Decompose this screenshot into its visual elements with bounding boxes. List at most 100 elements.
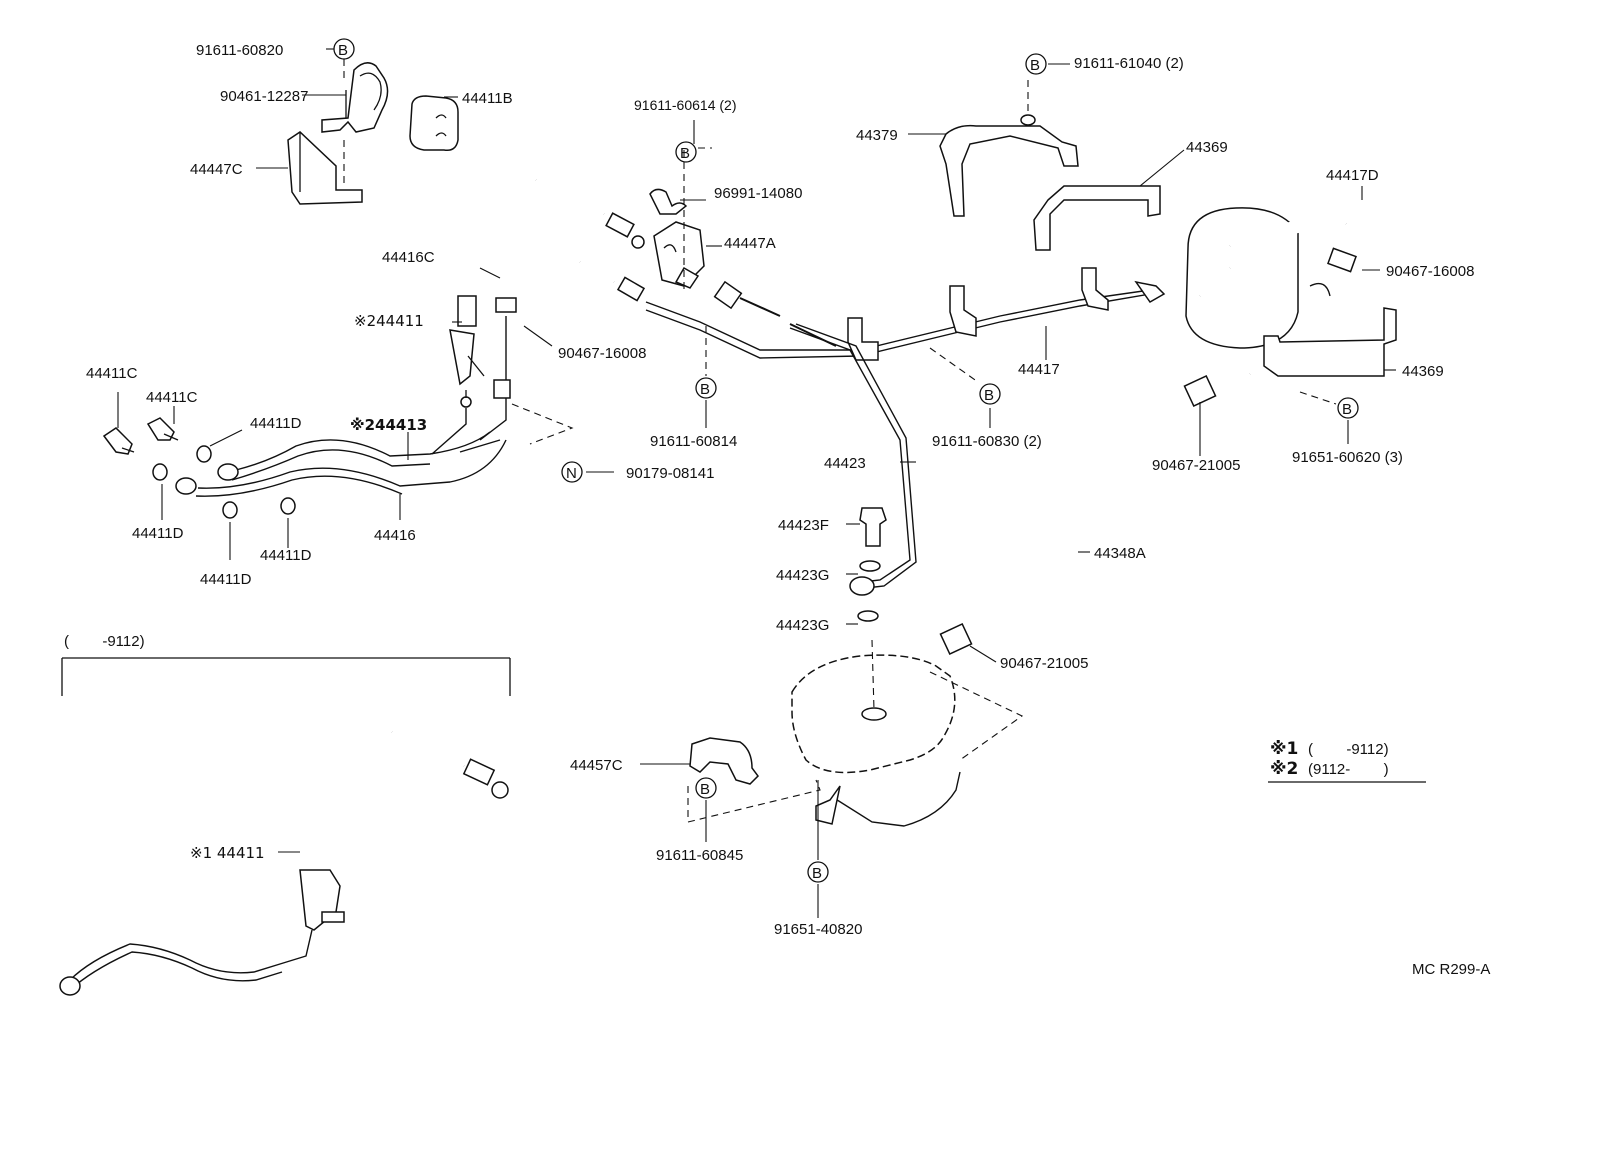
label-90467-21005-b: 90467-21005	[1000, 655, 1088, 672]
hose-clamp-90467-21005-b	[939, 622, 973, 656]
label-44411c-b: 44411C	[146, 389, 198, 406]
bracket-44447a	[649, 150, 705, 290]
label-44413: ※244413	[350, 416, 427, 434]
union-bolt-44423f	[859, 507, 887, 547]
label-44423f: 44423F	[778, 517, 829, 534]
label-44423g-a: 44423G	[776, 567, 829, 584]
label-91651-60620: 91651-60620 (3)	[1292, 449, 1403, 466]
svg-text:B: B	[1030, 57, 1040, 74]
label-91611-60820: 91611-60820	[196, 42, 283, 59]
marker-b-2	[675, 141, 697, 163]
label-44411c-a: 44411C	[86, 365, 138, 382]
legend-mark-2: ※2	[1270, 759, 1298, 779]
pipe-44423	[789, 323, 917, 622]
marker-b-7	[695, 777, 717, 799]
label-44417: 44417	[1018, 361, 1060, 378]
label-91611-60814: 91611-60814	[650, 433, 737, 450]
gasket-44423g-b	[857, 610, 879, 622]
label-44411b: 44411B	[462, 90, 513, 107]
label-91611-60830: 91611-60830 (2)	[932, 433, 1042, 450]
fuel-tank	[791, 639, 1024, 827]
inset-banjo	[59, 976, 81, 996]
svg-text:B: B	[1342, 401, 1352, 418]
svg-text:B: B	[700, 381, 710, 398]
gasket-44423g-a	[859, 560, 881, 572]
marker-b-6	[1337, 397, 1359, 419]
union-bolt-44411c-b	[146, 417, 175, 441]
marker-n-1	[561, 461, 583, 483]
canister-mount	[939, 80, 1397, 656]
label-91651-40820: 91651-40820	[774, 921, 862, 938]
union-bolt-44411c-a	[102, 427, 133, 455]
band-44369-lower	[1263, 307, 1397, 377]
label-90179-08141: 90179-08141	[626, 465, 714, 482]
hose-clamp-90467-16008-a	[495, 297, 517, 313]
label-44447c: 44447C	[190, 161, 243, 178]
clamp-44411b-bracket	[321, 62, 389, 133]
marker-b-1-text: B	[338, 42, 348, 59]
label-44411d-c: 44411D	[200, 571, 252, 588]
clip-96991-14080	[649, 188, 688, 215]
label-44416: 44416	[374, 527, 416, 544]
svg-text:B: B	[812, 865, 822, 882]
label-44416c: 44416C	[382, 249, 435, 266]
label-44348a: 44348A	[1094, 545, 1146, 562]
fuel-lines-44413-44416	[102, 403, 574, 519]
label-44411d-d: 44411D	[260, 547, 312, 564]
marker-b-3	[695, 377, 717, 399]
marker-b-5	[979, 383, 1001, 405]
label-44447a: 44447A	[724, 235, 776, 252]
label-44411-x2: ※244411	[354, 312, 424, 330]
gasket-44411d-d	[280, 497, 296, 515]
label-44369-a: 44369	[1186, 139, 1228, 156]
label-inset-range: ( -9112)	[64, 633, 145, 650]
label-44411d-a: 44411D	[250, 415, 302, 432]
legend: ※1 ( -9112) ※2 (9112- )	[1268, 739, 1426, 783]
label-44411d-b: 44411D	[132, 525, 184, 542]
bracket-44447c	[287, 131, 363, 205]
bracket-44379	[939, 124, 1079, 217]
svg-text:N: N	[566, 465, 577, 482]
bolt-markers: B B N B B B B B	[561, 53, 1359, 883]
valve-44411	[457, 295, 477, 327]
label-44379: 44379	[856, 127, 898, 144]
legend-text-2: (9112- )	[1308, 761, 1389, 778]
label-90461-12287: 90461-12287	[220, 88, 308, 105]
label-91611-61040: 91611-61040 (2)	[1074, 55, 1184, 72]
label-44423: 44423	[824, 455, 866, 472]
leader-lines	[117, 63, 1396, 918]
label-90467-21005-a: 90467-21005	[1152, 457, 1240, 474]
svg-text:B: B	[680, 145, 690, 162]
label-90467-16008-b: 90467-16008	[1386, 263, 1474, 280]
gasket-44411d-c	[222, 501, 238, 519]
charcoal-canister	[1185, 207, 1299, 349]
marker-b-4	[1025, 53, 1047, 75]
label-44457c: 44457C	[570, 757, 623, 774]
band-44369-upper	[1033, 185, 1161, 251]
svg-text:B: B	[984, 387, 994, 404]
banjo-fitting	[849, 576, 875, 596]
label-44423g-b: 44423G	[776, 617, 829, 634]
fuel-pipe-44417	[645, 267, 1166, 361]
part-labels: 91611-60820 90461-12287 44411B 44447C 91…	[64, 42, 1490, 978]
cushion-44411b	[409, 95, 459, 152]
inset-9112	[59, 657, 511, 996]
fitting-44411	[605, 212, 635, 238]
hose-clamp-90467-21005-a	[1183, 374, 1217, 408]
label-44411-x1: ※1 44411	[190, 844, 265, 862]
bracket-44457c	[687, 737, 821, 823]
gasket-44411d-a	[196, 445, 212, 463]
label-96991-14080: 96991-14080	[714, 185, 802, 202]
svg-text:B: B	[700, 781, 710, 798]
label-90467-16008-a: 90467-16008	[558, 345, 646, 362]
fuel-hose-second	[479, 230, 646, 441]
label-91611-60614: 91611-60614 (2)	[634, 97, 736, 113]
drawing-code: MC R299-A	[1412, 961, 1490, 978]
inset-fitting	[462, 758, 496, 786]
gasket-44411d-b	[152, 463, 168, 481]
label-91611-60845: 91611-60845	[656, 847, 743, 864]
label-44369-b: 44369	[1402, 363, 1444, 380]
fuel-hose-44416c	[449, 156, 645, 408]
